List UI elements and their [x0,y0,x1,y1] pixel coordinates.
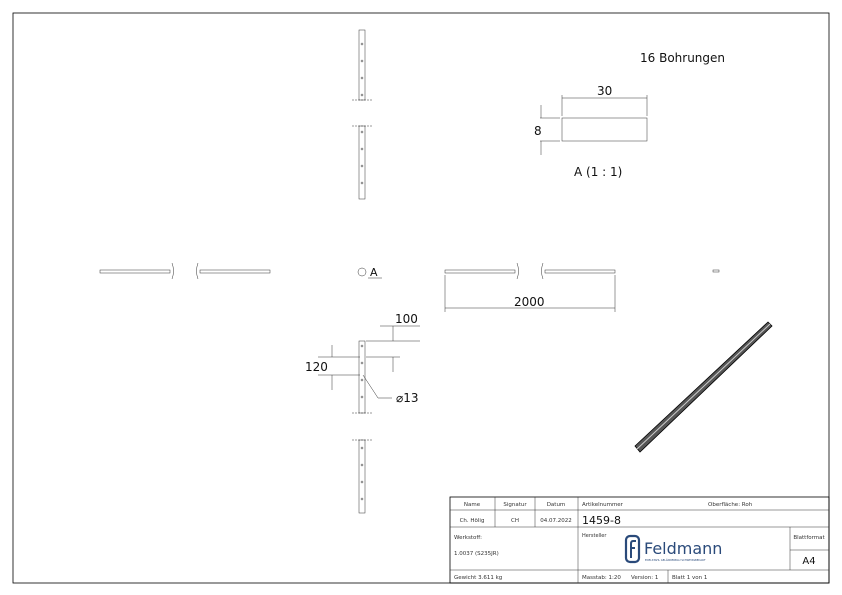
horizontal-bar-front-view [444,262,616,312]
header-name: Name [464,502,481,508]
drafter-name: Ch. Hölig [460,518,485,524]
material-label: Werkstoff: [454,535,482,541]
header-signature: Signatur [503,502,527,508]
drawing-frame [12,12,830,584]
scale: Masstab: 1:20 [582,575,621,581]
version: Version: 1 [631,575,658,581]
horizontal-bar-left-view [99,262,271,280]
detail-section-a [540,95,648,155]
vertical-bar-detail-view [318,325,420,514]
article-number: 1459-8 [582,514,621,527]
end-view [712,269,720,273]
section-marker: A [370,266,378,279]
format-value: A4 [802,556,815,567]
title-block [449,496,830,584]
svg-text:EDELSTAHL GELÄNDERBAU SCHWEISS: EDELSTAHL GELÄNDERBAU SCHWEISSBEDARF [645,557,706,562]
dim-pitch: 120 [305,360,328,374]
drawing-date: 04.07.2022 [540,518,572,524]
manufacturer-label: Hersteller [582,533,607,539]
dim-width: 30 [597,84,612,98]
svg-text:Feldmann: Feldmann [644,539,722,558]
section-view-icon [357,267,367,277]
format-label: Blattformat [793,535,825,541]
drafter-signature: CH [511,518,519,524]
dim-first-hole: 100 [395,312,418,326]
feldmann-logo: Feldmann EDELSTAHL GELÄNDERBAU SCHWEISSB… [624,534,722,564]
article-label: Artikelnummer [582,502,624,508]
dim-thickness: 8 [534,124,542,138]
vertical-bar-view [352,29,372,200]
holes-note: 16 Bohrungen [640,51,725,65]
isometric-view [634,321,773,453]
weight: Gewicht 3.611 kg [454,575,502,581]
surface-finish: Oberfläche: Roh [708,502,753,508]
material-value: 1.0037 (S235JR) [454,551,499,557]
sheet-number: Blatt 1 von 1 [672,575,707,581]
dim-length: 2000 [514,295,545,309]
detail-label: A (1 : 1) [574,165,622,179]
dim-hole-diameter: ⌀13 [396,391,419,405]
header-date: Datum [547,502,566,508]
